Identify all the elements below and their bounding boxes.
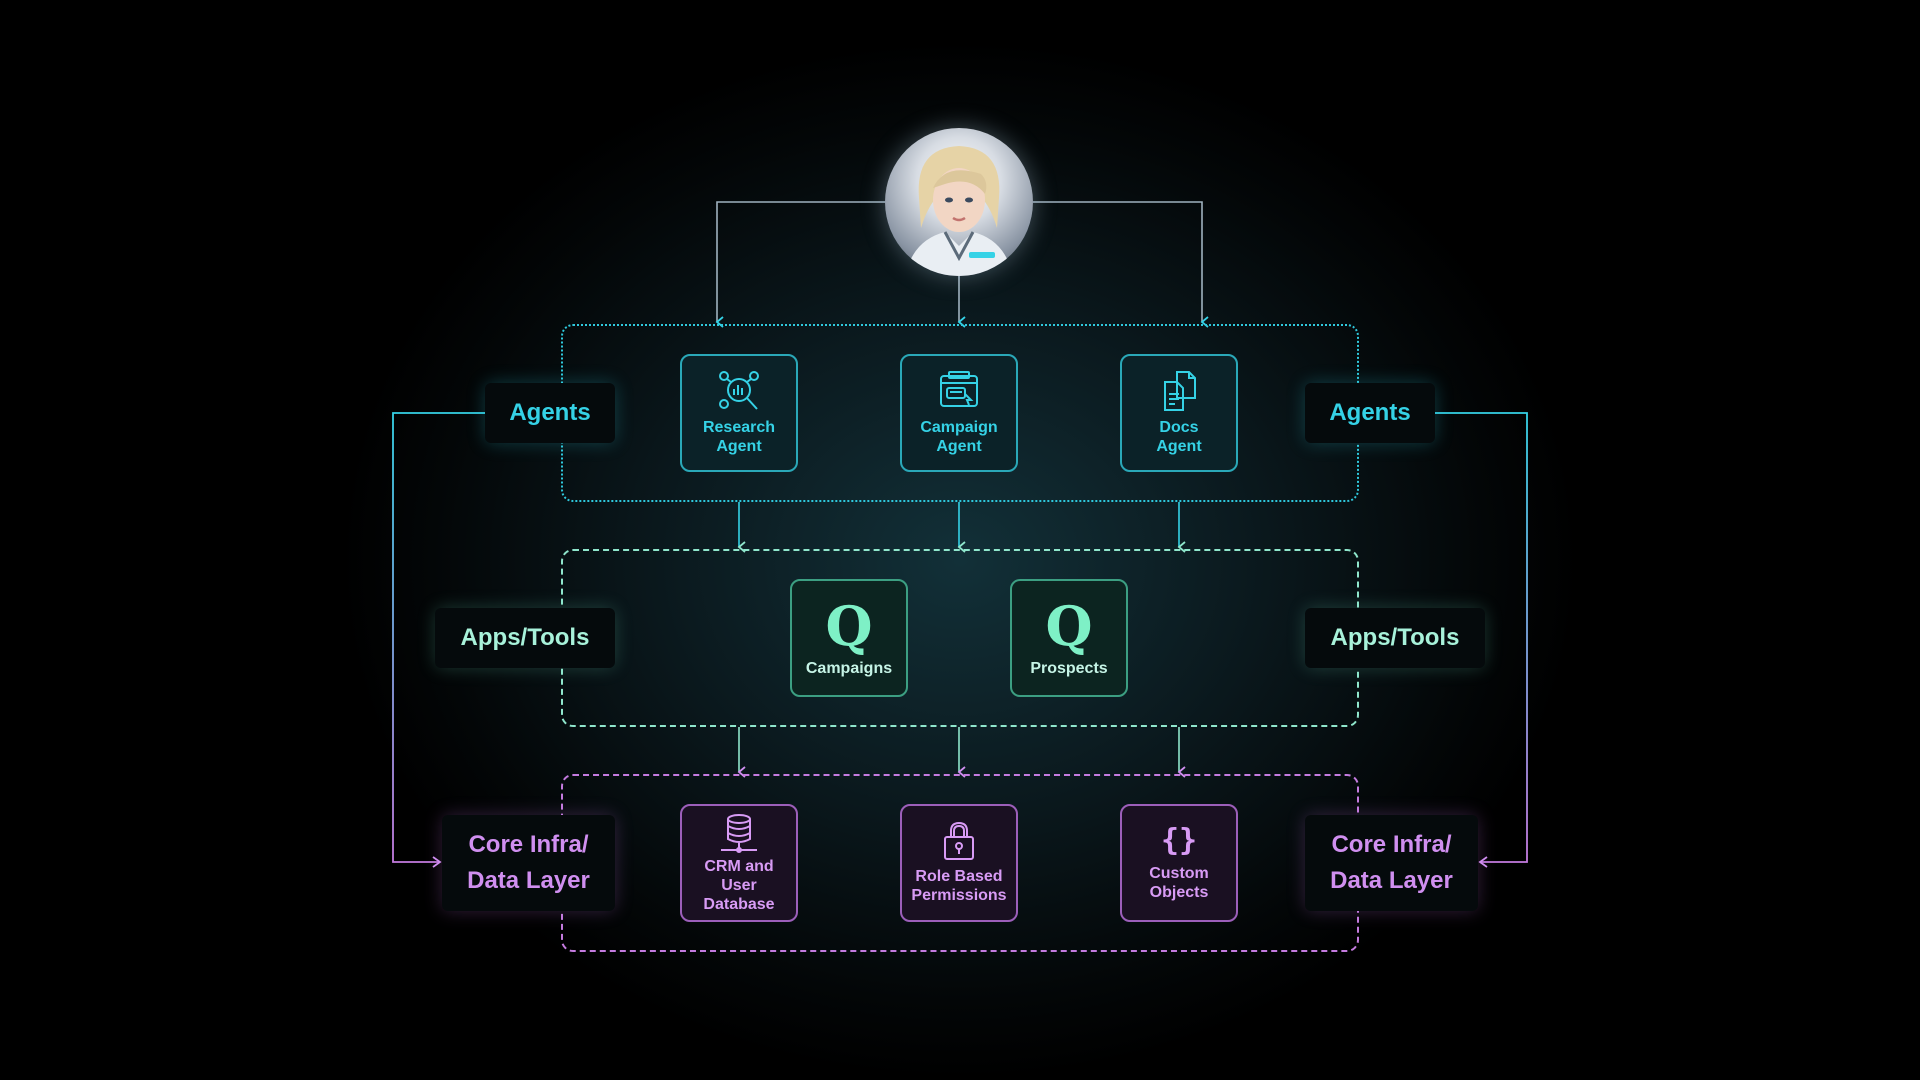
role-permissions-card[interactable]: Role Based Permissions: [900, 804, 1018, 922]
core-infra-label-right: Core Infra/ Data Layer: [1305, 815, 1478, 911]
campaigns-app-label: Campaigns: [805, 659, 893, 677]
prospects-logo-icon: Q: [1045, 593, 1093, 658]
agents-label-right: Agents: [1305, 383, 1435, 443]
campaign-browser-icon: [940, 371, 978, 407]
lock-icon: [944, 821, 974, 860]
prospects-app-card[interactable]: Q Prospects: [1010, 579, 1128, 697]
research-magnifier-icon: [719, 371, 759, 410]
research-agent-label: Research Agent: [702, 419, 776, 455]
campaigns-app-card[interactable]: Q Campaigns: [790, 579, 908, 697]
research-agent-card[interactable]: Research Agent: [680, 354, 798, 472]
agents-label-left: Agents: [485, 383, 615, 443]
apps-tools-label-right: Apps/Tools: [1305, 608, 1485, 668]
campaign-agent-label: Campaign Agent: [920, 419, 998, 455]
custom-objects-card[interactable]: {} Custom Objects: [1120, 804, 1238, 922]
crm-database-card[interactable]: CRM and User Database: [680, 804, 798, 922]
campaign-agent-card[interactable]: Campaign Agent: [900, 354, 1018, 472]
custom-objects-label: Custom Objects: [1149, 865, 1209, 901]
documents-icon: [1164, 371, 1196, 411]
crm-database-label: CRM and User Database: [703, 857, 775, 913]
campaigns-logo-icon: Q: [825, 593, 873, 658]
docs-agent-card[interactable]: Docs Agent: [1120, 354, 1238, 472]
prospects-app-label: Prospects: [1030, 659, 1108, 677]
apps-tools-tier: [561, 549, 1359, 727]
database-icon: [721, 813, 757, 853]
apps-tools-label-left: Apps/Tools: [435, 608, 615, 668]
docs-agent-label: Docs Agent: [1156, 419, 1202, 455]
curly-braces-icon: {}: [1160, 823, 1198, 858]
role-permissions-label: Role Based Permissions: [911, 868, 1007, 904]
core-infra-label-left: Core Infra/ Data Layer: [442, 815, 615, 911]
avatar: [885, 128, 1033, 276]
